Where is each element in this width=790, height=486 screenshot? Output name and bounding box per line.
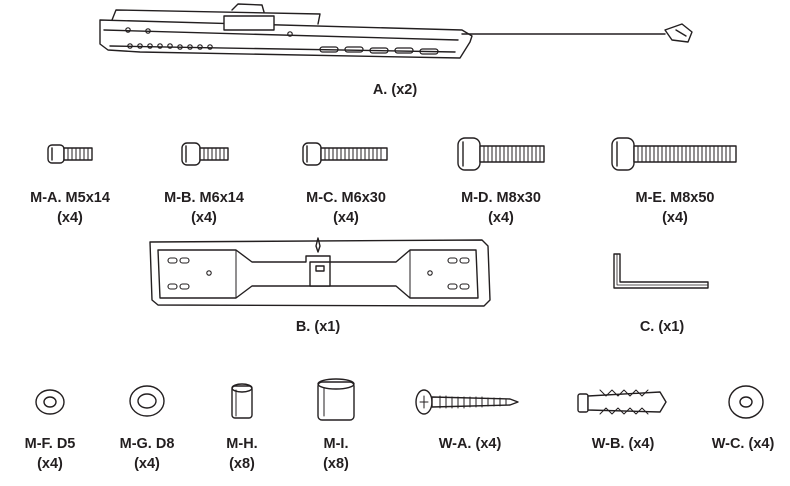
label-w-b-qty: (x4) — [628, 436, 655, 452]
label-hex-key-c-name: C. — [639, 319, 655, 335]
label-bracket-a: A. (x2) — [345, 80, 445, 100]
label-plate-b-name: B. — [295, 319, 311, 335]
label-m-d-name: M-D. M8x30 — [461, 190, 541, 206]
label-m-g: M-G. D8 (x4) — [101, 434, 193, 474]
label-m-c-qty: (x4) — [333, 210, 359, 226]
wall-bracket-a-illustration — [99, 3, 693, 59]
label-plate-b: B. (x1) — [268, 317, 368, 337]
label-m-h-qty: (x8) — [229, 456, 255, 472]
label-w-a-qty: (x4) — [475, 436, 502, 452]
washer-w-c-illustration — [728, 385, 764, 419]
label-w-c-name: W-C. — [711, 436, 745, 452]
label-w-a-name: W-A. — [438, 436, 472, 452]
label-hex-key-c-qty: (x1) — [658, 319, 685, 335]
label-hex-key-c: C. (x1) — [612, 317, 712, 337]
wall-anchor-w-b-illustration — [577, 389, 667, 415]
label-plate-b-qty: (x1) — [314, 319, 341, 335]
mounting-plate-b-illustration — [149, 237, 491, 307]
screw-m-d-illustration — [457, 137, 545, 171]
label-m-d: M-D. M8x30 (x4) — [441, 188, 561, 228]
label-m-i-name: M-I. — [323, 436, 349, 452]
label-m-g-qty: (x4) — [134, 456, 160, 472]
label-m-f-qty: (x4) — [37, 456, 63, 472]
screw-m-e-illustration — [611, 137, 737, 171]
label-w-b: W-B. (x4) — [568, 434, 678, 454]
label-m-f: M-F. D5 (x4) — [4, 434, 96, 474]
washer-m-f-illustration — [35, 389, 65, 415]
label-m-d-qty: (x4) — [488, 210, 514, 226]
label-m-c: M-C. M6x30 (x4) — [286, 188, 406, 228]
label-m-g-name: M-G. D8 — [119, 436, 175, 452]
wood-screw-w-a-illustration — [415, 389, 519, 415]
screw-m-b-illustration — [181, 142, 229, 166]
label-m-i: M-I. (x8) — [300, 434, 372, 474]
label-m-e: M-E. M8x50 (x4) — [615, 188, 735, 228]
label-w-a: W-A. (x4) — [415, 434, 525, 454]
hex-key-c-illustration — [613, 253, 709, 289]
label-m-e-name: M-E. M8x50 — [635, 190, 715, 206]
label-m-h-name: M-H. — [226, 436, 258, 452]
label-m-f-name: M-F. D5 — [24, 436, 76, 452]
label-m-a-name: M-A. M5x14 — [30, 190, 110, 206]
label-m-c-name: M-C. M6x30 — [306, 190, 386, 206]
spacer-m-i-illustration — [317, 378, 355, 421]
spacer-m-h-illustration — [231, 383, 253, 419]
label-w-c: W-C. (x4) — [696, 434, 790, 454]
label-m-b-name: M-B. M6x14 — [164, 190, 244, 206]
label-m-b-qty: (x4) — [191, 210, 217, 226]
label-bracket-a-name: A. — [372, 82, 388, 98]
washer-m-g-illustration — [129, 385, 165, 417]
label-m-a-qty: (x4) — [57, 210, 83, 226]
label-m-i-qty: (x8) — [323, 456, 349, 472]
label-bracket-a-qty: (x2) — [391, 82, 418, 98]
screw-m-a-illustration — [47, 144, 93, 164]
label-w-b-name: W-B. — [591, 436, 625, 452]
label-m-e-qty: (x4) — [662, 210, 688, 226]
screw-m-c-illustration — [302, 142, 388, 166]
label-m-a: M-A. M5x14 (x4) — [10, 188, 130, 228]
label-w-c-qty: (x4) — [748, 436, 775, 452]
label-m-h: M-H. (x8) — [206, 434, 278, 474]
label-m-b: M-B. M6x14 (x4) — [144, 188, 264, 228]
